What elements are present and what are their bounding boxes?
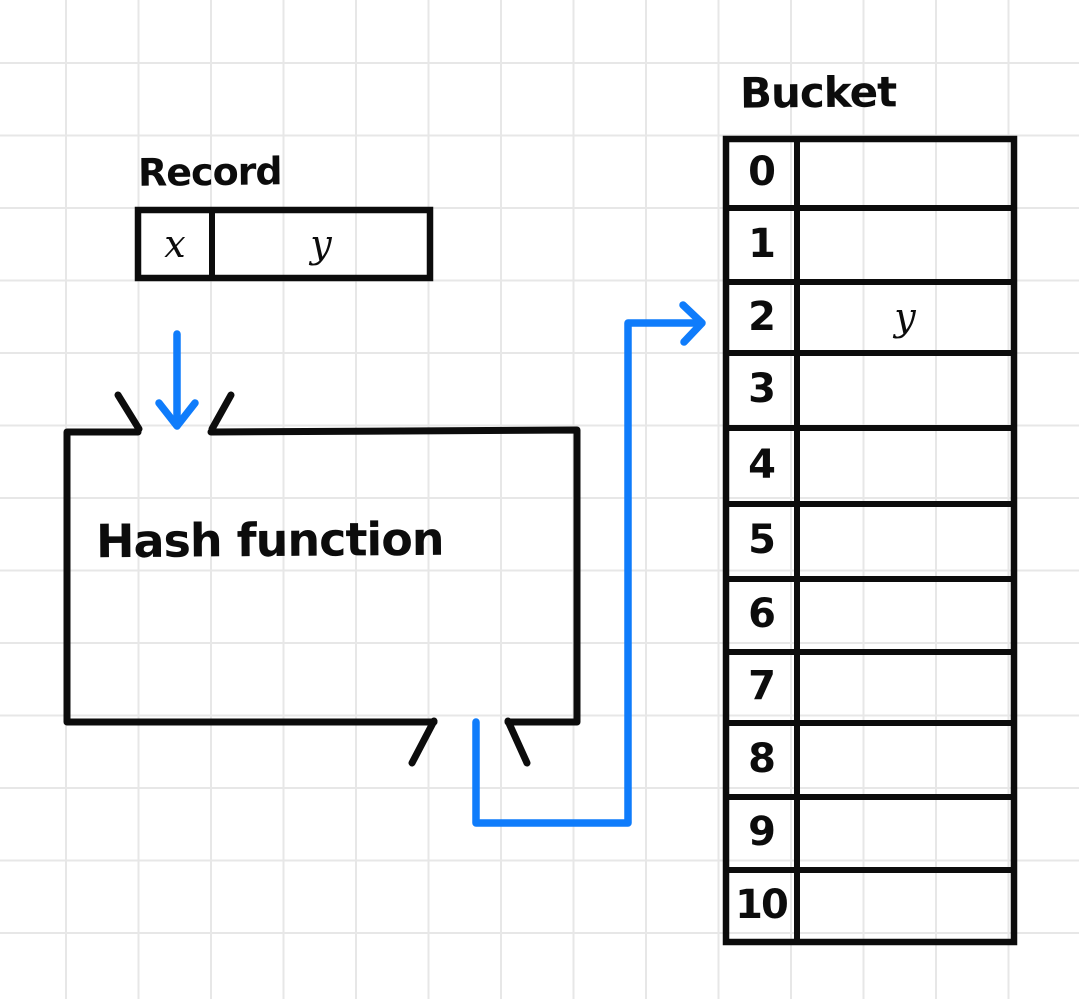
bucket-row-lines xyxy=(726,205,1014,873)
bucket-index-3: 3 xyxy=(748,366,776,413)
bucket-index-4: 4 xyxy=(748,442,776,489)
bucket-index-5: 5 xyxy=(748,517,776,564)
hash-box-outline-right xyxy=(207,426,581,726)
input-notch-right-slash xyxy=(208,391,235,433)
bucket-index-10: 10 xyxy=(735,882,789,929)
bucket-index-8: 8 xyxy=(748,736,776,783)
bucket-index-6: 6 xyxy=(748,591,776,638)
bucket-index-0: 0 xyxy=(748,149,776,196)
bucket-index-7: 7 xyxy=(748,663,776,710)
bucket-table xyxy=(722,135,1018,946)
arrow-right-head-icon xyxy=(679,301,706,346)
input-notch-left-slash xyxy=(114,391,143,433)
arrow-down-head-icon xyxy=(155,399,199,430)
record-box xyxy=(134,206,434,282)
output-notch-right-slash xyxy=(504,717,531,767)
bucket-index-9: 9 xyxy=(748,809,776,856)
hash-function-box xyxy=(63,391,581,767)
hash-to-bucket-connector xyxy=(472,301,706,827)
record-title: Record xyxy=(137,149,282,195)
record-to-hash-arrow xyxy=(155,330,199,430)
bucket-index-1: 1 xyxy=(748,221,776,268)
hash-function-label: Hash function xyxy=(95,511,444,569)
bucket-title: Bucket xyxy=(739,67,897,118)
elbow-connector-line xyxy=(472,319,702,827)
record-field-x: x xyxy=(164,222,186,267)
hash-box-outline-left xyxy=(63,428,438,726)
record-field-y: y xyxy=(310,222,332,267)
output-notch-left-slash xyxy=(408,717,438,767)
bucket-index-2: 2 xyxy=(748,294,776,341)
bucket-table-outline xyxy=(722,135,1018,946)
bucket-value-2: y xyxy=(894,295,916,340)
record-box-outline xyxy=(134,206,434,282)
